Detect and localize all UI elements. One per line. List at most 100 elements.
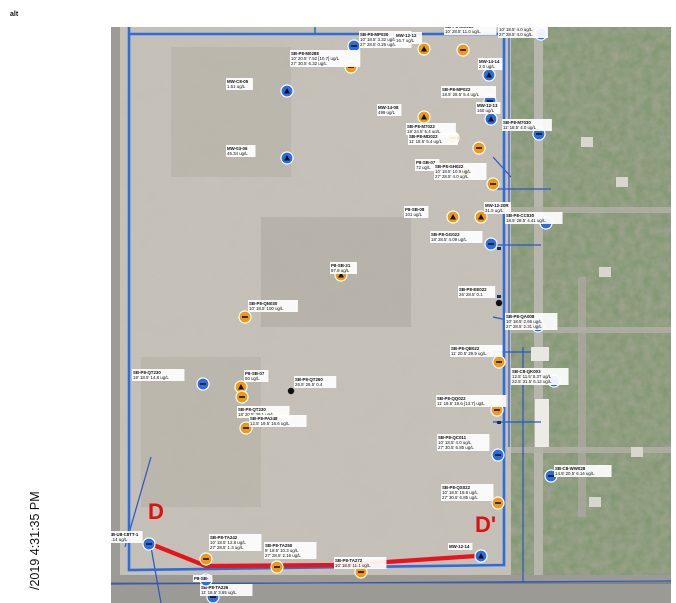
well-blue-circle[interactable]: SB-P8-MK102210' 18.5' 4.0 ug/L27' 28.5' … [498,27,548,41]
label-box [441,484,494,501]
well-result: 18' 20.5' 38.1 ug/L [238,412,274,417]
label-box [505,212,563,224]
well-triangle-icon [486,72,492,78]
well-id: SB-P8-PA248 [250,416,278,421]
well-id: SB-P8-QT230 [133,370,161,375]
sample-point-icon [495,299,503,307]
label-box [406,123,456,135]
boring-bar-icon [358,571,364,573]
well-orange-circle[interactable]: SB-P8-MC01010' 28.5' 11.0 ug/L [444,27,497,57]
well-id: MW-14-08 [378,105,399,110]
well-id: SB-C8-WW028 [555,466,586,471]
house-3 [599,267,611,277]
building-1 [531,347,549,361]
well-blue-well[interactable]: MW-12-14 [448,543,488,563]
well-result: 18' 24.5' 5.4 ug/L [407,129,441,134]
label-box [249,415,307,427]
well-id: SB-P8-QC011 [438,435,467,440]
house-1 [581,137,593,147]
well-id: SB-P8-QQ022 [437,396,466,401]
label-box [498,27,548,38]
well-result: 26.5' 28.5' 0.4 [295,382,323,387]
road-west [111,27,120,603]
well-id: SB-P8-GG022 [431,232,460,237]
label-box [554,465,612,477]
label-box [290,50,361,67]
label-box [132,369,185,381]
well-id: SB-U8-C8TT-1 [111,532,139,537]
cross-section-end-label: D' [475,512,496,537]
well-result: 10' 20.5' 7.52 [10.7] ug/L [291,56,340,61]
well-result: 27' 28.5' 0.26 ug/L [360,42,396,47]
label-box [248,300,298,312]
well-id: MW-14-14 [479,59,500,64]
well-id: SB-P8-M7030 [503,120,531,125]
well-result: 27' 28.5' 1.3 ug/L [210,545,244,550]
boring-bar-icon [210,596,216,598]
well-result: 11' 18.5' 4.0 ug/L [503,125,537,130]
label-box [226,78,253,90]
well-result: 10' 18.5' 12.8 ug/L [210,540,246,545]
well-blue-well[interactable]: MW-C8-051.51 ug/L [226,78,294,98]
well-result: 18.5' 28.5' 4.41 ug/L [506,218,546,223]
well-id: SB-P8-EE022 [459,287,487,292]
building-2 [535,399,549,447]
well-blue-well[interactable]: MW-14-142.0 ug/L [478,58,503,82]
well-id: P8-SB-08 [405,207,425,212]
well-result: 2.0 ug/L [479,64,495,69]
well-result: 160 ug/L [477,108,495,113]
well-result: 12.5' 11.5' 5.37 ug/L [512,374,552,379]
boring-bar-icon [203,558,209,560]
well-result: 10' 18.5' 4.0 ug/L [438,440,472,445]
corner-label: alt [10,11,19,18]
well-id: SB-P8-QS022 [442,485,471,490]
well-result: 18' 28.5' 4.09 ug/L [431,237,467,242]
well-result: 31.5 ug/L [485,208,504,213]
well-blue-circle[interactable]: P8-SB- [193,573,213,587]
boring-bar-icon [351,45,357,47]
well-triangle-icon [284,155,290,161]
label-box [334,557,387,569]
street-cross-2 [511,327,671,333]
label-box [377,104,402,116]
well-result: 27' 28.5' 2.31 ug/L [506,324,542,329]
well-blue-circle[interactable]: SB-U8-C8TT-11.14 ug/L [111,531,156,551]
